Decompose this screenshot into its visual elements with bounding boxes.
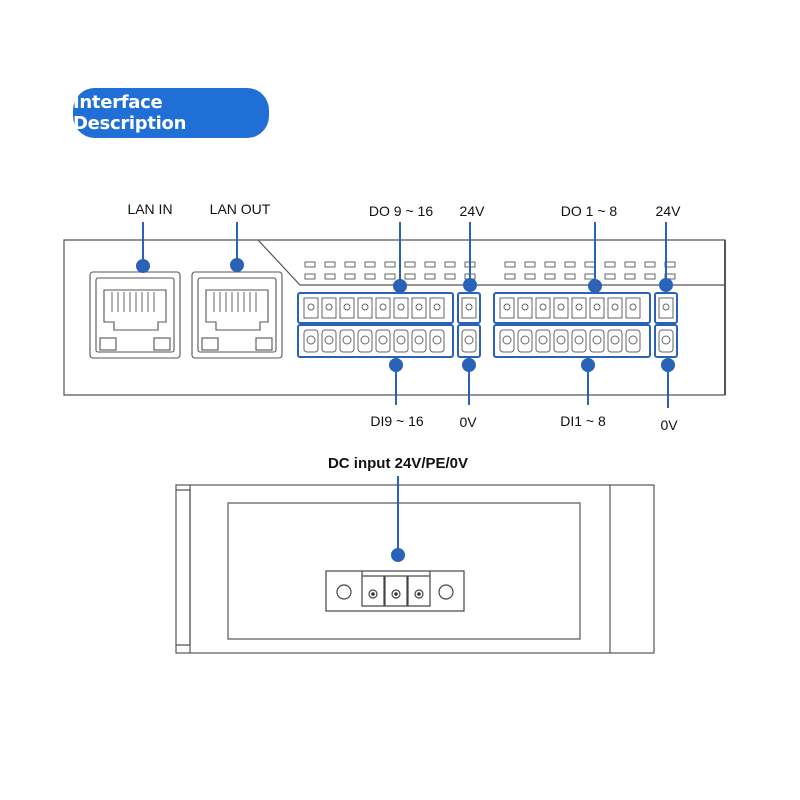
callout-dc-input [391,476,405,562]
side-left-rail [176,489,191,646]
callout-dot-dc-input [391,548,405,562]
mount-hole-right [438,584,454,600]
callout-dot-do-9-16 [393,279,407,293]
callout-dot-di-1-8 [581,358,595,372]
label-do-1-8: DO 1 ~ 8 [560,203,618,219]
do-9-16-terminal-highlight [297,292,454,324]
label-0v-right: 0V [660,417,678,433]
callout-dot-24v-left [463,278,477,292]
terminal-pe [384,575,408,607]
side-inner-recess [227,502,581,640]
callout-dot-do-1-8 [588,279,602,293]
label-di-1-8: DI1 ~ 8 [560,413,606,429]
callout-dot-24v-right [659,278,673,292]
rj45-lan-out-port [191,271,283,359]
dc-power-connector [325,570,465,612]
rj45-lan-in-port [89,271,181,359]
di-1-8-terminal-highlight [493,324,651,358]
terminal-24v [361,575,385,607]
0v-right-terminal-highlight [654,324,678,358]
label-dc-input: DC input 24V/PE/0V [327,455,469,472]
label-24v-right: 24V [655,203,681,219]
di-9-16-terminal-highlight [297,324,454,358]
label-0v-left: 0V [459,414,477,430]
0v-left-terminal-highlight [457,324,481,358]
terminal-block-left [297,292,481,358]
callouts [136,222,675,408]
label-do-9-16: DO 9 ~ 16 [368,203,434,219]
terminal-block-right [493,292,678,358]
do-1-8-terminal-highlight [493,292,651,324]
terminal-0v [407,575,431,607]
callout-dot-di-9-16 [389,358,403,372]
label-lan-out: LAN OUT [209,201,271,217]
callout-dot-0v-left [462,358,476,372]
label-di-9-16: DI9 ~ 16 [370,413,424,429]
mount-hole-left [336,584,352,600]
label-24v-left: 24V [459,203,485,219]
24v-right-terminal-highlight [654,292,678,324]
label-lan-in: LAN IN [127,201,173,217]
24v-left-terminal-highlight [457,292,481,324]
callout-dot-0v-right [661,358,675,372]
led-indicators-left [304,261,476,280]
callout-dot-lan-out [230,258,244,272]
callout-dot-lan-in [136,259,150,273]
device-front-panel [63,239,726,396]
side-outline [175,484,655,654]
section-title-badge: Interface Description [73,88,269,138]
panel-bevel-line [257,239,725,286]
device-side-panel [175,484,655,654]
led-indicators-right [504,261,676,280]
